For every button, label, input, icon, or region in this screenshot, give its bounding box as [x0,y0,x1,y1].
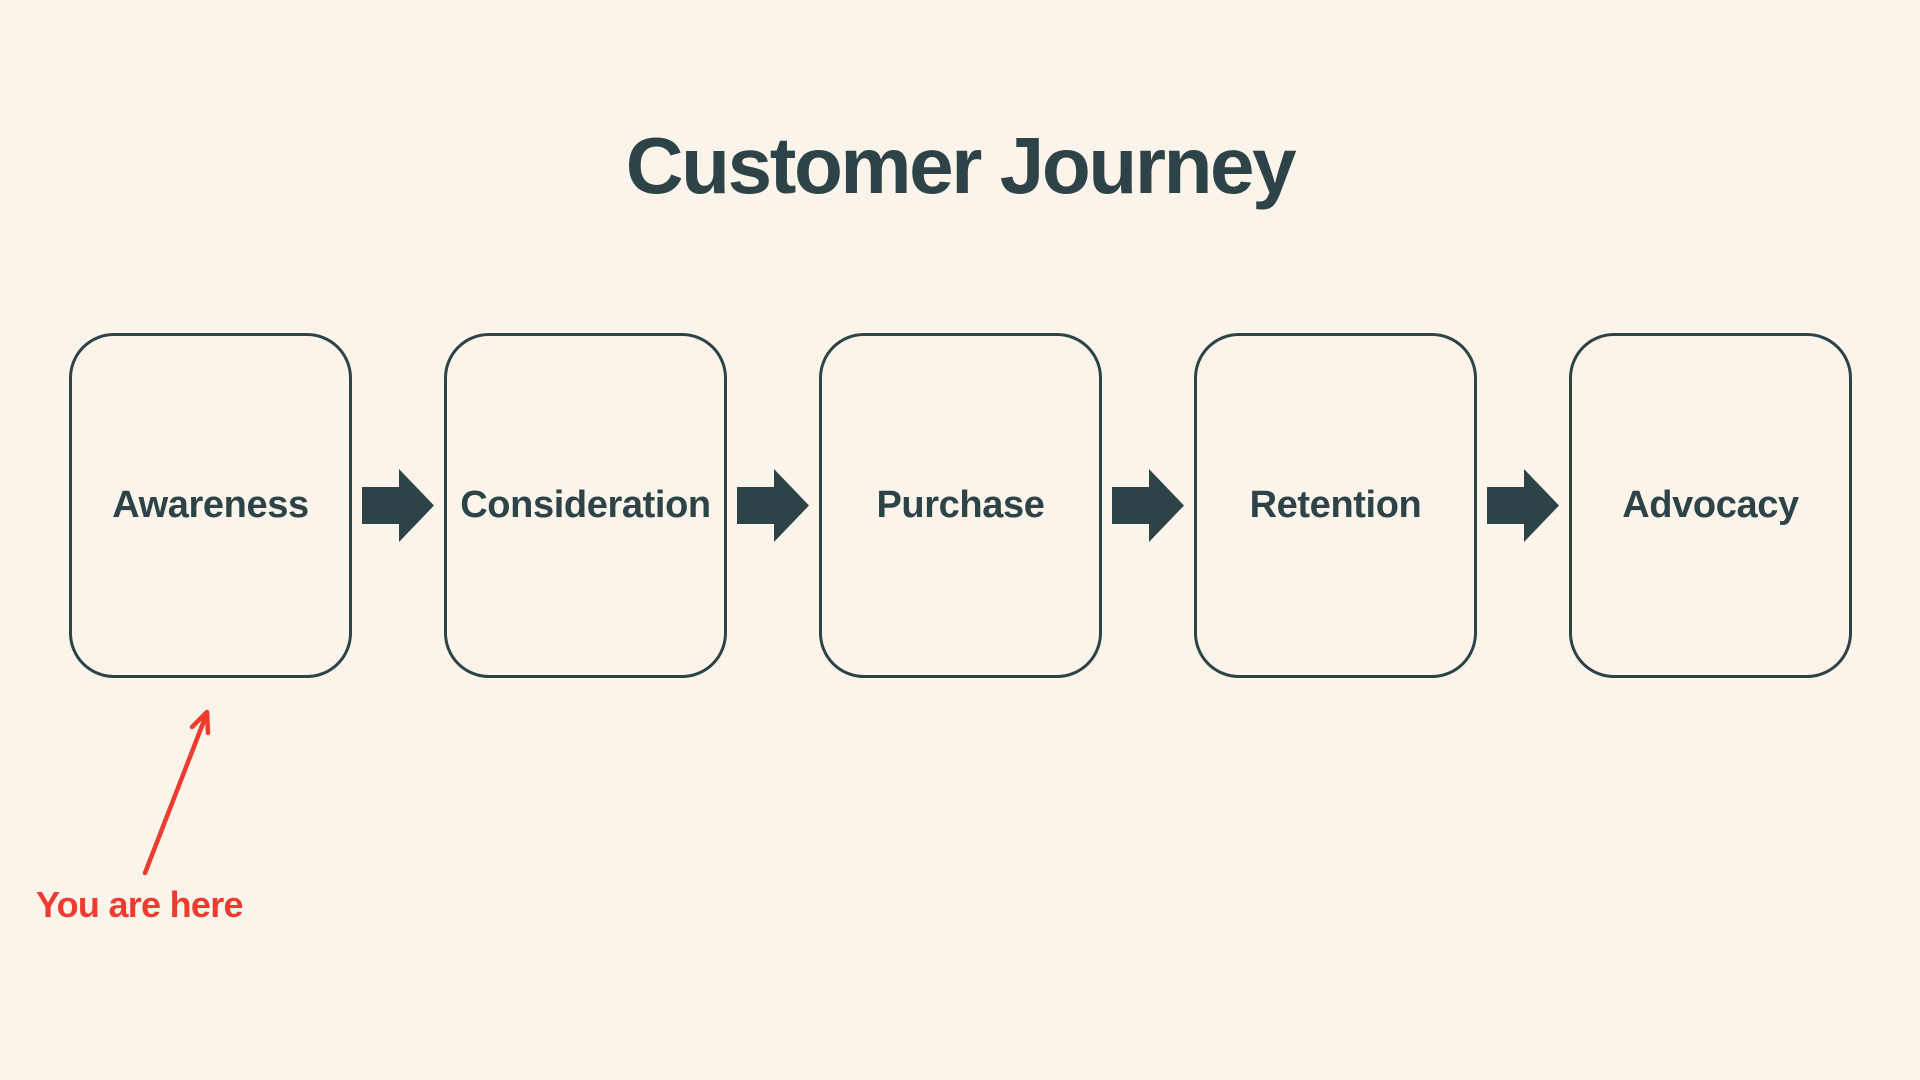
stage-box-consideration: Consideration [444,333,727,678]
stage-label: Awareness [112,484,309,526]
flow-arrow-icon [1112,469,1184,542]
stage-box-retention: Retention [1194,333,1477,678]
stage-box-purchase: Purchase [819,333,1102,678]
flow-arrow-icon [737,469,809,542]
flow-arrow-icon [362,469,434,542]
stage-label: Advocacy [1622,484,1799,526]
stage-label: Purchase [876,484,1045,526]
stage-label: Consideration [460,484,711,526]
annotation-label: You are here [36,884,244,925]
stage-box-awareness: Awareness [69,333,352,678]
flow-arrow-icon [1487,469,1559,542]
stage-box-advocacy: Advocacy [1569,333,1852,678]
diagram-title: Customer Journey [625,121,1297,210]
stage-label: Retention [1249,484,1422,526]
journey-flow-row: Awareness Consideration Purchase [69,333,1852,678]
